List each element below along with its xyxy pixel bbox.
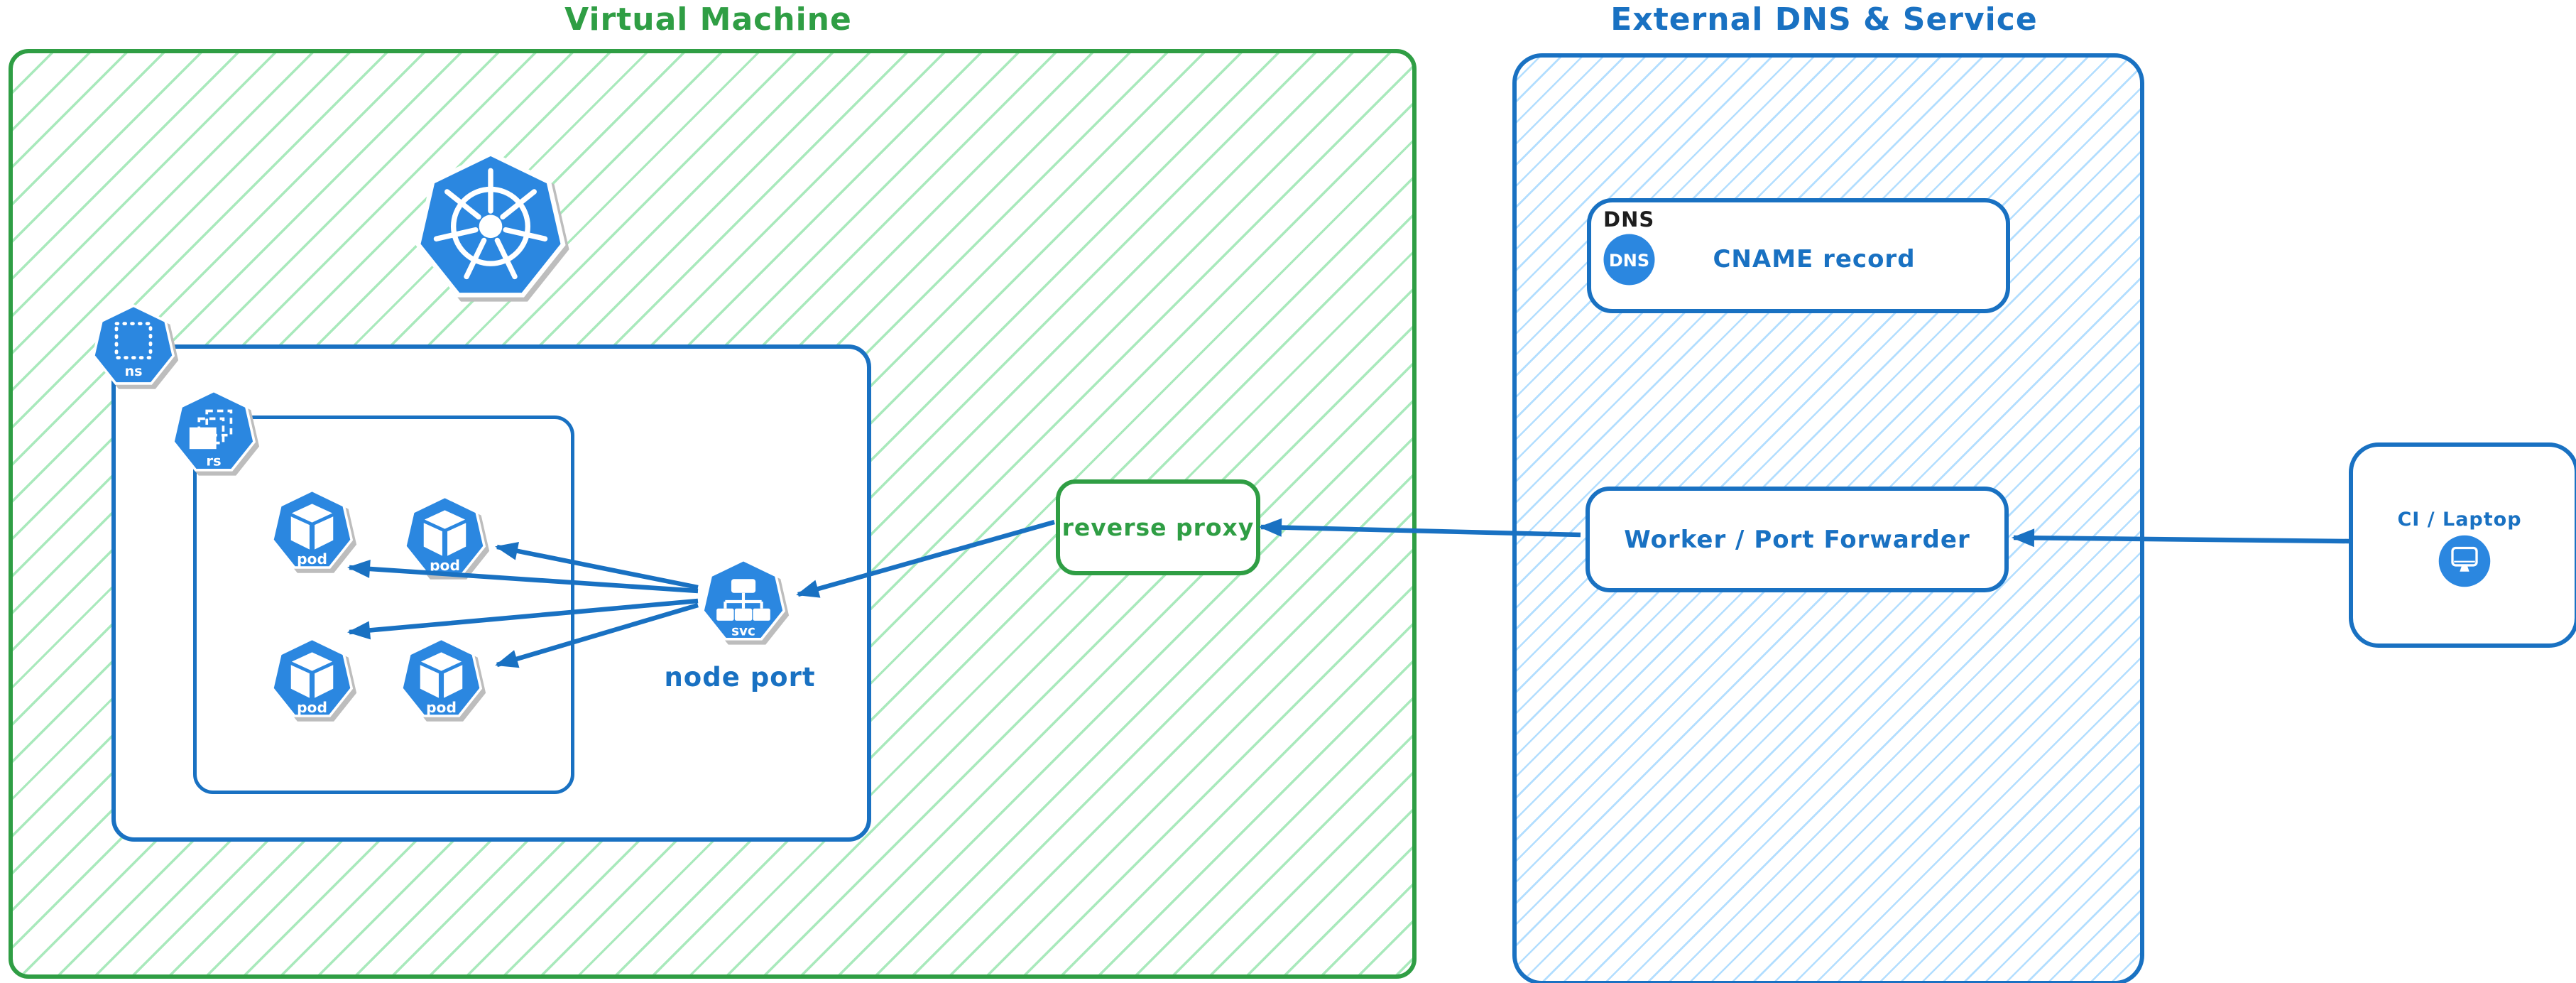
service-tree-glyph (716, 579, 770, 621)
ci-laptop-label: CI / Laptop (2397, 509, 2522, 531)
service-icon-label: svc (731, 624, 755, 639)
cube-glyph (290, 652, 334, 698)
pod-icon-label: pod (426, 699, 457, 716)
pod-icon: pod (400, 637, 483, 717)
replicaset-icon-label: rs (206, 452, 221, 469)
node-port-label: node port (664, 662, 816, 693)
pod-icon: pod (271, 489, 354, 569)
reverse-proxy-label: reverse proxy (1061, 514, 1255, 541)
helm-wheel (433, 168, 548, 280)
cube-glyph (290, 504, 334, 550)
reverse-proxy-box: reverse proxy (1056, 479, 1260, 575)
external-region-title: External DNS & Service (1610, 1, 2038, 38)
solid-square-glyph (189, 427, 217, 450)
worker-port-forwarder-label: Worker / Port Forwarder (1624, 525, 1970, 554)
dotted-square-glyph (114, 322, 153, 359)
vm-region-title: Virtual Machine (564, 1, 852, 38)
namespace-icon: ns (92, 304, 175, 385)
pod-icon-label: pod (297, 550, 327, 567)
namespace-icon-label: ns (124, 363, 142, 379)
replicaset-icon: rs (171, 389, 256, 472)
kubernetes-logo-icon (415, 151, 566, 298)
pod-icon: pod (271, 637, 354, 717)
dns-icon-label: DNS (1609, 251, 1649, 271)
pod-icon-label: pod (297, 699, 327, 716)
dns-tag-label: DNS (1603, 207, 1655, 232)
dns-icon: DNS (1603, 234, 1655, 286)
cname-record-label: CNAME record (1713, 245, 1916, 273)
worker-port-forwarder-box: Worker / Port Forwarder (1586, 487, 2009, 592)
pod-icon: pod (403, 495, 486, 575)
service-icon: svc (701, 558, 786, 641)
dns-record-card (1587, 198, 2010, 313)
pod-icon-label: pod (430, 557, 460, 574)
monitor-icon (2438, 535, 2491, 587)
